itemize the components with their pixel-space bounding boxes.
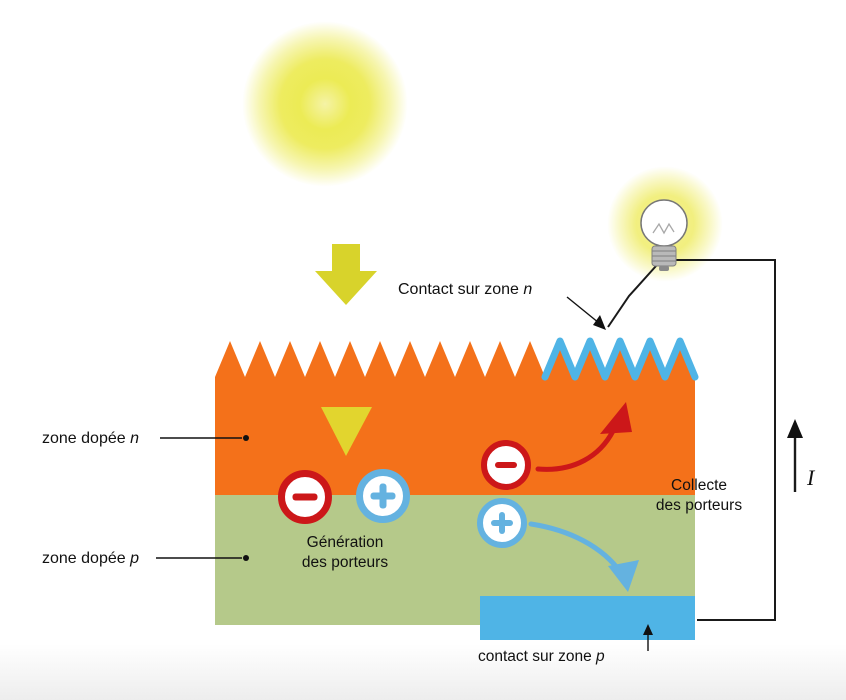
collection-label-line1: Collecte: [671, 477, 727, 494]
circuit-wire-right: [674, 259, 776, 621]
sunlight-arrow-icon: [315, 244, 377, 305]
collection-label: Collecte des porteurs: [640, 476, 758, 516]
zone-n-label-var: n: [130, 430, 139, 447]
circuit-wire-bulb-to-contact: [607, 265, 657, 328]
bulb-icon: [640, 199, 688, 247]
pointer-arrowhead-contact-p: [643, 624, 653, 635]
generation-label: Génération des porteurs: [282, 533, 408, 573]
pointer-arrowhead-contact-n: [593, 315, 606, 330]
photon-triangle-icon: [321, 407, 372, 456]
contact-p-label-var: p: [596, 648, 605, 665]
bulb-filament: [652, 222, 675, 235]
plus-icon: [499, 512, 505, 534]
zone-n-label-text: zone dopée: [42, 430, 131, 447]
minus-icon: [292, 493, 318, 501]
generation-label-line1: Génération: [306, 534, 384, 551]
zone-p-label: zone dopée p: [42, 550, 139, 568]
current-arrowhead: [787, 419, 803, 438]
pointer-dot-zone-n: [243, 435, 249, 441]
pointer-line-contact-n: [566, 296, 600, 324]
generation-label-line2: des porteurs: [301, 554, 389, 572]
sun-icon: [218, 0, 432, 210]
contact-p-label-text: contact sur zone: [478, 648, 597, 665]
bulb-tip: [659, 266, 669, 271]
zone-p-label-text: zone dopée: [42, 550, 131, 567]
collection-label-line2: des porteurs: [655, 497, 743, 515]
contact-n-label-var: n: [523, 281, 533, 298]
current-label: I: [807, 465, 815, 490]
electron-flow-arrowhead: [600, 402, 632, 434]
hole-symbol: [477, 498, 527, 548]
contact-n-strip: [541, 337, 699, 381]
contact-n-label: Contact sur zone n: [398, 281, 532, 299]
electron-symbol: [278, 470, 332, 524]
minus-icon: [495, 462, 517, 468]
plus-icon: [379, 483, 387, 509]
contact-n-label-text: Contact sur zone: [398, 281, 524, 298]
hole-flow-arrowhead: [608, 560, 639, 592]
contact-p-plate: [480, 596, 695, 640]
zone-n-label: zone dopée n: [42, 430, 139, 448]
hole-symbol: [356, 469, 410, 523]
electron-symbol: [481, 440, 531, 490]
contact-p-label: contact sur zone p: [478, 648, 605, 666]
zone-p-label-var: p: [130, 550, 139, 567]
pointer-dot-zone-p: [243, 555, 249, 561]
electron-flow-arrow: [535, 428, 616, 472]
